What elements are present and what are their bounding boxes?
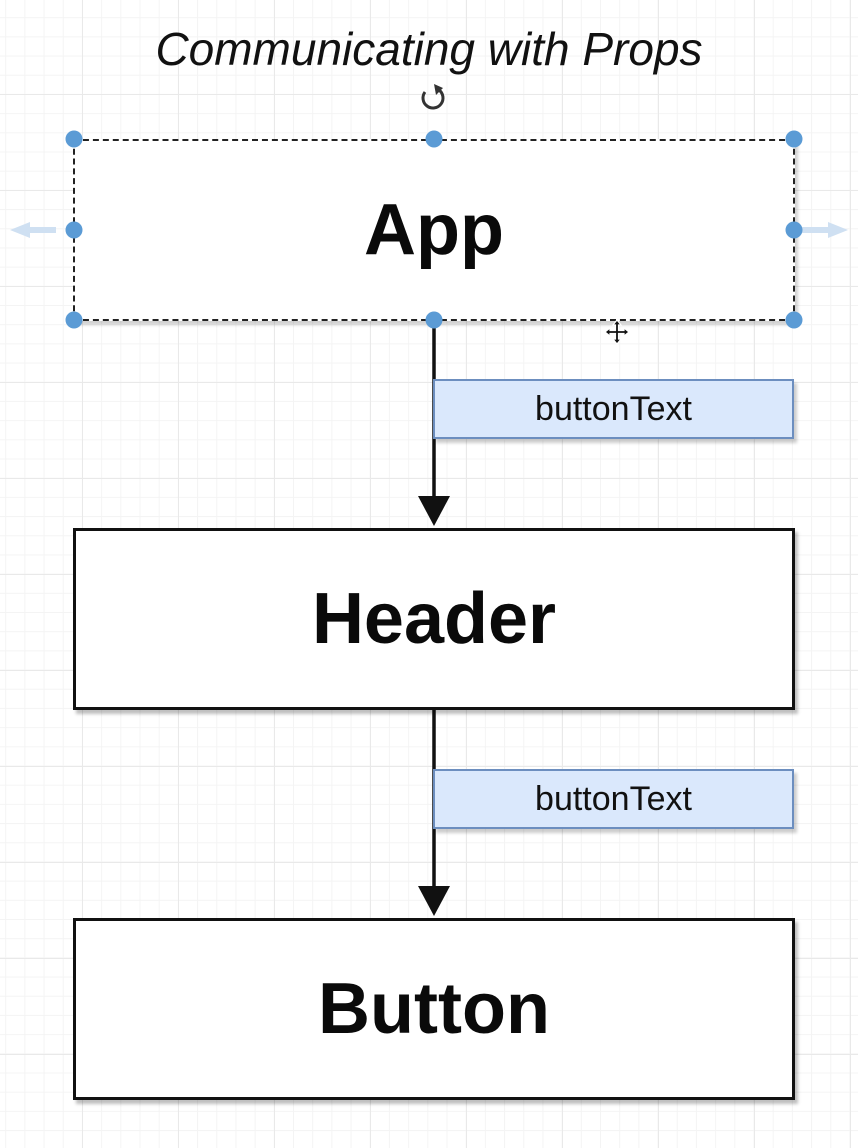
diagram-title: Communicating with Props	[155, 23, 703, 75]
resize-handle-top[interactable]	[425, 130, 443, 148]
edge-label-header-button[interactable]: buttonText	[433, 769, 794, 829]
resize-handle-top-left[interactable]	[65, 130, 83, 148]
right-extend-arrow-icon[interactable]	[802, 222, 848, 238]
move-cursor-icon	[604, 319, 630, 345]
resize-handle-left[interactable]	[65, 221, 83, 239]
resize-handle-bottom[interactable]	[425, 311, 443, 329]
node-app-label: App	[364, 190, 504, 270]
node-button[interactable]: Button	[73, 918, 795, 1100]
resize-handle-bottom-left[interactable]	[65, 311, 83, 329]
resize-handle-bottom-right[interactable]	[785, 311, 803, 329]
resize-handle-top-right[interactable]	[785, 130, 803, 148]
arrowhead-header-button	[418, 886, 450, 916]
node-header-label: Header	[311, 579, 557, 659]
left-extend-arrow-icon[interactable]	[10, 222, 56, 238]
edge-label-app-header[interactable]: buttonText	[433, 379, 794, 439]
rotate-icon[interactable]	[421, 84, 445, 110]
node-header[interactable]: Header	[73, 528, 795, 710]
node-button-label: Button	[318, 969, 550, 1049]
resize-handle-right[interactable]	[785, 221, 803, 239]
arrowhead-app-header	[418, 496, 450, 526]
